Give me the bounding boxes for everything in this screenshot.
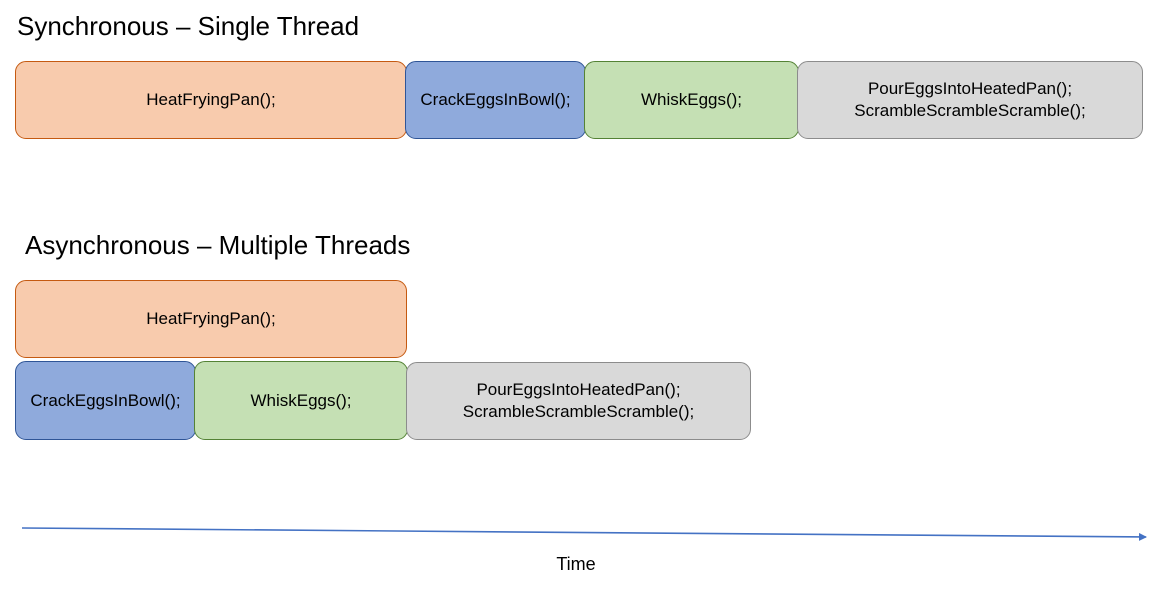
async-pour-eggs-label: PourEggsIntoHeatedPan(); <box>476 380 681 399</box>
sync-crack-eggs-block: CrackEggsInBowl(); <box>405 61 586 139</box>
async-heat-frying-pan-block: HeatFryingPan(); <box>15 280 407 358</box>
sync-pour-eggs-label: PourEggsIntoHeatedPan(); <box>867 79 1073 98</box>
async-section-title: Asynchronous – Multiple Threads <box>25 230 411 260</box>
sync-heat-frying-pan-block: HeatFryingPan(); <box>15 61 407 139</box>
async-pour-scramble-block: PourEggsIntoHeatedPan(); ScrambleScrambl… <box>406 362 751 440</box>
time-axis-arrow <box>21 527 1147 541</box>
sync-scramble-label: ScrambleScrambleScramble(); <box>854 101 1086 120</box>
sync-section-title: Synchronous – Single Thread <box>17 11 360 41</box>
async-scramble-label: ScrambleScrambleScramble(); <box>462 402 695 421</box>
sync-pour-scramble-block: PourEggsIntoHeatedPan(); ScrambleScrambl… <box>797 61 1143 139</box>
time-axis-label: Time <box>556 554 596 574</box>
async-whisk-eggs-block: WhiskEggs(); <box>194 361 408 440</box>
sync-crack-eggs-label: CrackEggsInBowl(); <box>420 90 571 109</box>
async-crack-eggs-label: CrackEggsInBowl(); <box>30 390 181 410</box>
sync-whisk-eggs-block: WhiskEggs(); <box>584 61 799 139</box>
async-heat-frying-pan-label: HeatFryingPan(); <box>146 309 276 328</box>
sync-heat-frying-pan-label: HeatFryingPan(); <box>146 90 276 109</box>
sync-whisk-eggs-label: WhiskEggs(); <box>640 90 743 109</box>
async-crack-eggs-block: CrackEggsInBowl(); <box>15 361 196 440</box>
async-whisk-eggs-label: WhiskEggs(); <box>250 390 352 410</box>
